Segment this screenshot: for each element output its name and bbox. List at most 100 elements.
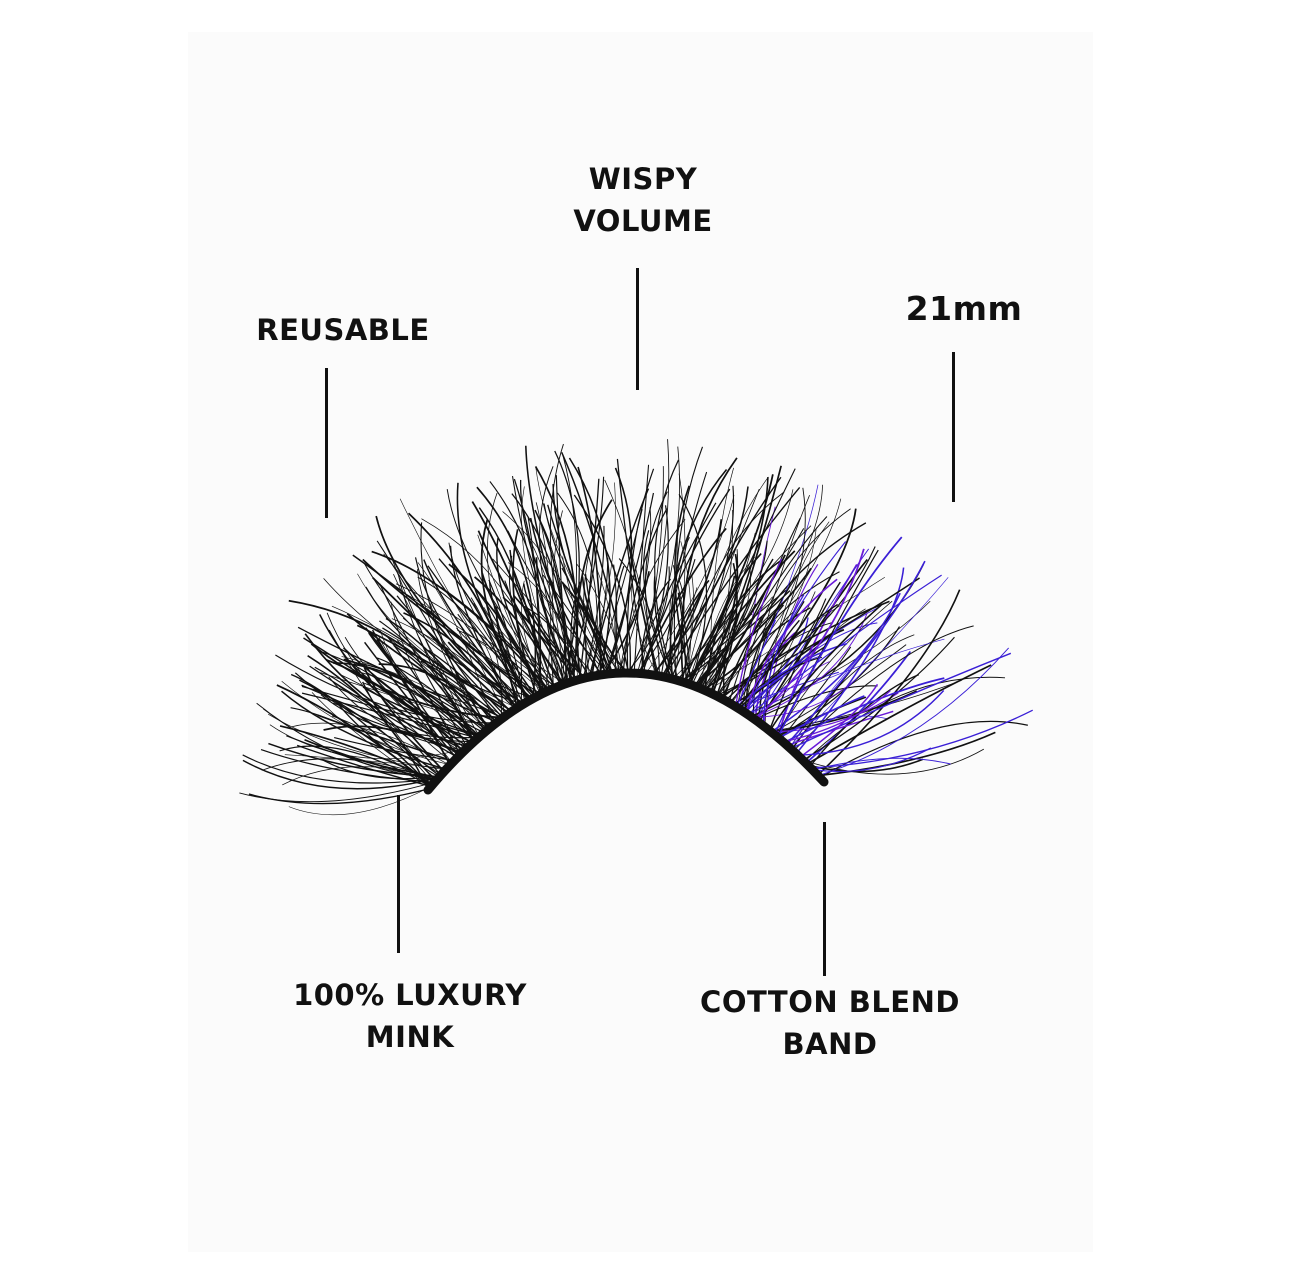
lash-hair xyxy=(376,657,486,733)
lash-hair xyxy=(588,488,650,678)
lash-hair xyxy=(704,585,769,692)
eyelash-hairs xyxy=(239,439,1034,816)
lash-hair xyxy=(616,458,646,675)
lash-hair xyxy=(341,656,492,728)
lash-hair xyxy=(748,574,942,716)
lash-hair xyxy=(717,484,823,697)
lash-hair xyxy=(790,652,1012,750)
lash-hair xyxy=(653,588,704,676)
lash-hair xyxy=(480,519,530,702)
lash-hair xyxy=(640,466,664,674)
lash-hair xyxy=(423,559,523,706)
lash-hair xyxy=(680,457,738,683)
lash-hair xyxy=(762,563,819,726)
lash-hair xyxy=(269,724,467,760)
lash-hair xyxy=(275,654,497,724)
lash-hair xyxy=(751,678,858,718)
lash-hair xyxy=(577,466,602,675)
lash-hair xyxy=(417,562,494,726)
lash-hair xyxy=(383,553,527,703)
lash-hair xyxy=(681,491,785,682)
lash-hair xyxy=(511,493,571,683)
label-volume: VOLUME xyxy=(573,204,713,238)
label-reusable: REUSABLE xyxy=(256,313,430,347)
lash-hair xyxy=(736,508,851,708)
lash-hair xyxy=(395,583,545,693)
lash-hair xyxy=(613,564,618,674)
label-mink-word: MINK xyxy=(365,1020,455,1054)
lash-hair xyxy=(738,656,822,710)
lash-hair xyxy=(618,507,652,674)
lash-hair xyxy=(496,538,549,692)
lash-hair xyxy=(777,536,903,738)
pointer-line-mink xyxy=(397,795,400,953)
lash-hair xyxy=(487,492,529,702)
lash-hair xyxy=(745,578,838,714)
lash-hair xyxy=(789,643,872,748)
lash-hair xyxy=(709,549,739,693)
lash-hair xyxy=(549,443,576,681)
lash-hair xyxy=(783,677,945,744)
lash-hair xyxy=(512,529,538,697)
label-band-word: BAND xyxy=(782,1027,878,1061)
lash-hair xyxy=(789,634,915,749)
lash-hair xyxy=(802,748,985,775)
lash-hair xyxy=(673,446,704,681)
lash-hair xyxy=(754,685,878,720)
lash-hair xyxy=(789,577,949,749)
lash-hair xyxy=(754,548,865,721)
lash-hair xyxy=(363,641,457,759)
lash-hair xyxy=(446,489,557,688)
lash-hair xyxy=(576,563,623,674)
label-wispy: WISPY xyxy=(588,162,698,196)
lash-hair xyxy=(633,464,650,674)
lash-hair xyxy=(523,583,586,679)
lash-hair xyxy=(782,690,891,743)
lash-hair xyxy=(694,567,812,687)
label-band: COTTON BLEND BAND xyxy=(700,981,960,1065)
lash-hair xyxy=(644,491,668,677)
lash-hair xyxy=(627,543,658,676)
lash-hair xyxy=(799,683,879,758)
lash-hair xyxy=(358,671,478,739)
lash-hair xyxy=(279,725,436,783)
lash-hair xyxy=(629,502,717,674)
lash-hair xyxy=(672,489,794,680)
lash-hair xyxy=(806,664,992,765)
lash-hair xyxy=(770,592,901,733)
lash-hair xyxy=(711,509,734,694)
lash-hair xyxy=(570,581,581,681)
lash-hair xyxy=(333,662,481,738)
lash-hair xyxy=(456,629,548,692)
lash-hair xyxy=(741,611,794,711)
lash-hair xyxy=(417,576,524,705)
lash-hair xyxy=(456,627,542,695)
lash-hair xyxy=(346,613,503,719)
lash-hair xyxy=(786,710,894,747)
lash-hair xyxy=(372,577,512,713)
lash-hair xyxy=(314,666,442,776)
lash-hair xyxy=(754,591,816,720)
lash-hair xyxy=(380,630,476,741)
lash-hair xyxy=(477,530,563,686)
lash-hair xyxy=(687,525,812,684)
lash-hair xyxy=(745,541,847,714)
lash-hair xyxy=(576,499,613,680)
lash-hair xyxy=(743,494,810,712)
lash-hair xyxy=(554,450,580,685)
lash-hair xyxy=(323,725,463,754)
lash-hair xyxy=(304,633,469,748)
lash-hair xyxy=(683,485,735,683)
lash-hair xyxy=(356,624,513,712)
lash-hair xyxy=(362,665,445,773)
lash-hair xyxy=(812,757,951,771)
lash-hair xyxy=(619,519,686,674)
lash-hair xyxy=(744,617,809,714)
lash-hair xyxy=(539,466,576,681)
lash-hair xyxy=(817,731,996,777)
lash-hair xyxy=(819,720,1028,779)
lash-hair xyxy=(734,487,806,707)
lash-hair xyxy=(390,601,466,751)
lash-hair xyxy=(362,686,481,737)
lash-hair xyxy=(260,749,435,783)
